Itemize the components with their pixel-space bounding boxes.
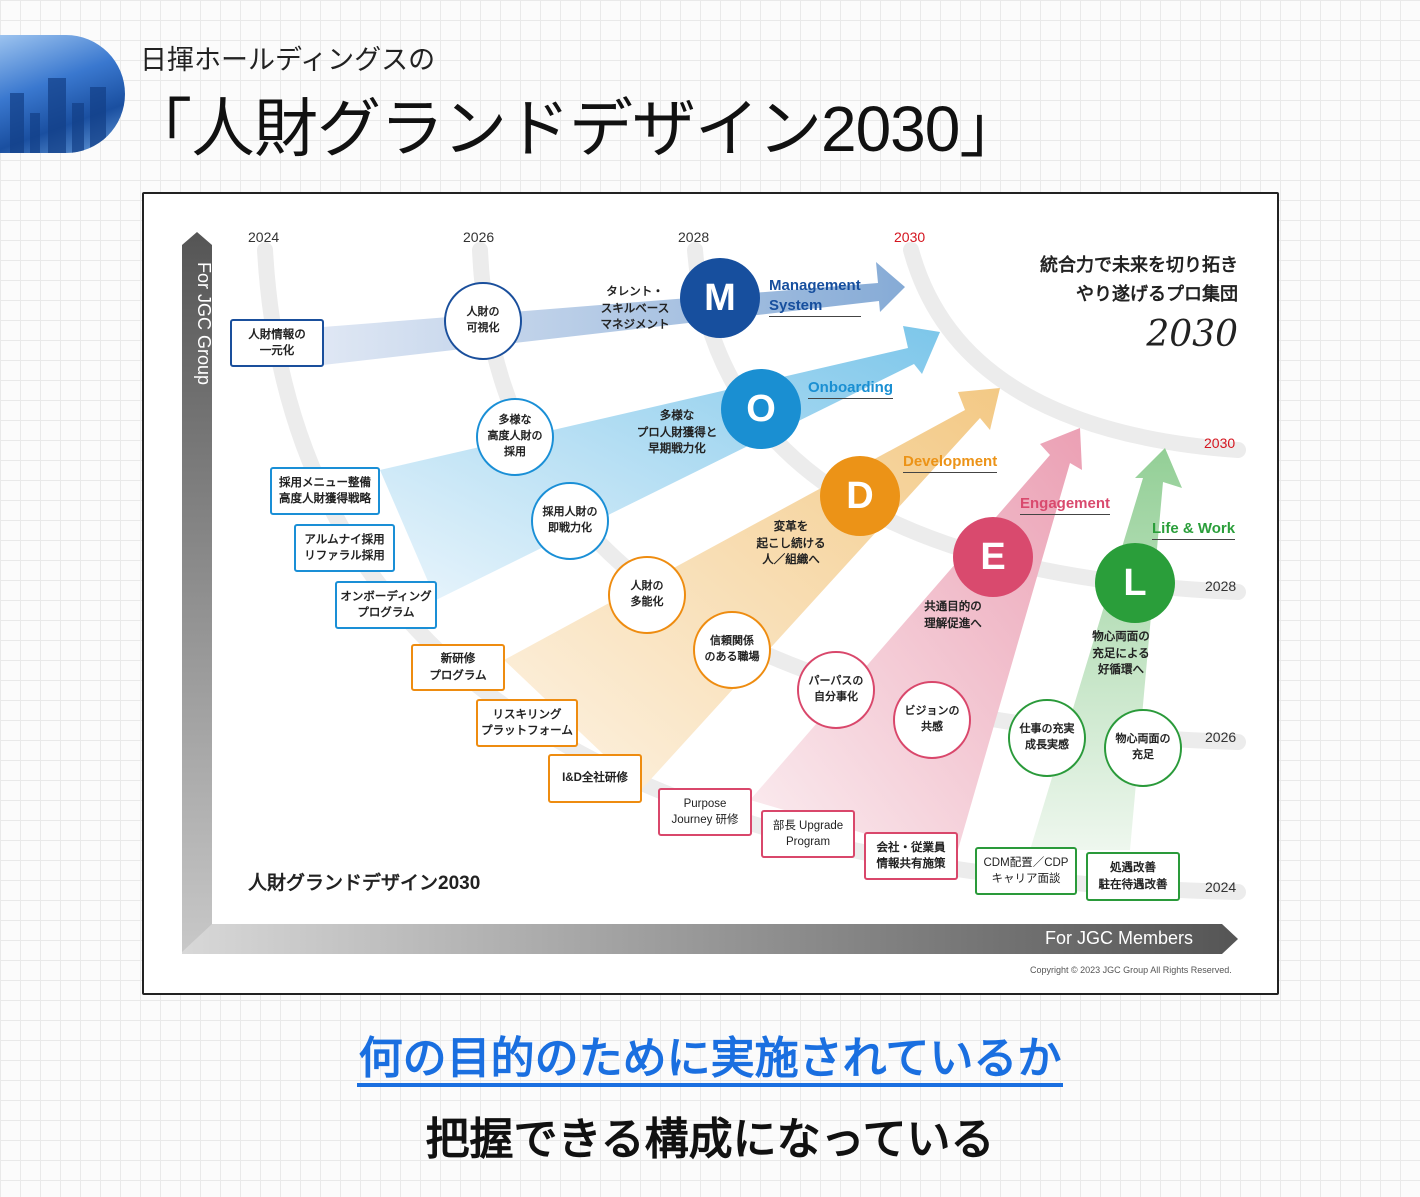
pillar-o-badge: O (721, 369, 801, 449)
pillar-l-badge: L (1095, 543, 1175, 623)
initiative-box: 会社・従業員 情報共有施策 (864, 832, 958, 880)
arrow-e (750, 428, 1082, 860)
y-axis-arrow (182, 232, 212, 952)
initiative-box: I&D全社研修 (548, 754, 642, 803)
vision-year: 2030 (1146, 314, 1238, 355)
x-axis-arrow (182, 924, 1238, 954)
initiative-box: リスキリング プラットフォーム (476, 699, 578, 747)
milestone-circle: 多様な 高度人財の 採用 (476, 398, 554, 476)
footer-line-2: 把握できる構成になっている (425, 1115, 995, 1164)
milestone-circle: 仕事の充実 成長実感 (1008, 699, 1086, 777)
year-right-2024: 2024 (1205, 879, 1237, 895)
year-top-2026: 2026 (463, 229, 495, 245)
pillar-d-desc: 変革を 起こし続ける 人／組織へ (756, 521, 826, 567)
pillar-e-desc: 共通目的の 理解促進へ (924, 601, 982, 630)
pillar-l-desc: 物心両面の 充足による 好循環へ (1092, 631, 1150, 677)
milestone-circle: ビジョンの 共感 (893, 681, 971, 759)
initiative-box: 採用メニュー整備 高度人財獲得戦略 (270, 467, 380, 515)
y-axis-label: For JGC Group (194, 262, 214, 386)
year-right-2026: 2026 (1205, 729, 1237, 745)
initiative-box: Purpose Journey 研修 (658, 788, 752, 836)
x-axis-label: For JGC Members (1045, 928, 1194, 948)
initiative-box: オンボーディング プログラム (335, 581, 437, 629)
diagram-caption: 人財グランドデザイン2030 (248, 873, 481, 894)
footer-highlight: 何の目的のために実施されているか (356, 1034, 1064, 1087)
pillar-o-label: Onboarding (808, 378, 893, 399)
year-top-2030: 2030 (894, 229, 926, 245)
pillar-d-label: Development (903, 452, 998, 473)
header-subtitle: 日揮ホールディングスの (140, 45, 436, 75)
initiative-box: 処遇改善 駐在待遇改善 (1086, 852, 1180, 901)
milestone-circle: 人財の 多能化 (608, 556, 686, 634)
vision-line-2: やり遂げるプロ集団 (1076, 284, 1238, 304)
initiative-box: 新研修 プログラム (411, 644, 505, 691)
milestone-circle: 人財の 可視化 (444, 282, 522, 360)
pillar-e-badge: E (953, 517, 1033, 597)
pillar-m-label: Management System (769, 276, 861, 317)
milestone-circle: パーパスの 自分事化 (797, 651, 875, 729)
year-top-2024: 2024 (248, 229, 280, 245)
pillar-m-badge: M (680, 258, 760, 338)
pillar-e-label: Engagement (1020, 494, 1111, 515)
cityscape-image (0, 35, 125, 153)
year-right-2028: 2028 (1205, 578, 1237, 594)
copyright: Copyright © 2023 JGC Group All Rights Re… (1030, 965, 1232, 975)
header-title: 「人財グランドデザイン2030」 (128, 93, 1023, 165)
initiative-box: CDM配置／CDP キャリア面談 (975, 847, 1077, 895)
year-right-2030: 2030 (1204, 435, 1236, 451)
pillar-o-desc: 多様な プロ人財獲得と 早期戦力化 (636, 410, 718, 456)
pillar-d-badge: D (820, 456, 900, 536)
vision-line-1: 統合力で未来を切り拓き (1040, 255, 1238, 275)
milestone-circle: 信頼関係 のある職場 (693, 611, 771, 689)
initiative-box: アルムナイ採用 リファラル採用 (294, 524, 395, 572)
initiative-box: 人財情報の 一元化 (230, 319, 324, 367)
footer-line-1-wrap: 何の目的のために実施されているか (0, 1032, 1420, 1087)
vision-statement: 統合力で未来を切り拓き やり遂げるプロ集団 (1040, 251, 1238, 309)
pillar-m-desc: タレント・ スキルベース マネジメント (600, 286, 670, 332)
initiative-box: 部長 Upgrade Program (761, 810, 855, 858)
milestone-circle: 採用人財の 即戦力化 (531, 482, 609, 560)
milestone-circle: 物心両面の 充足 (1104, 709, 1182, 787)
pillar-l-label: Life & Work (1152, 519, 1236, 540)
arrow-o (380, 326, 940, 600)
year-top-2028: 2028 (678, 229, 710, 245)
